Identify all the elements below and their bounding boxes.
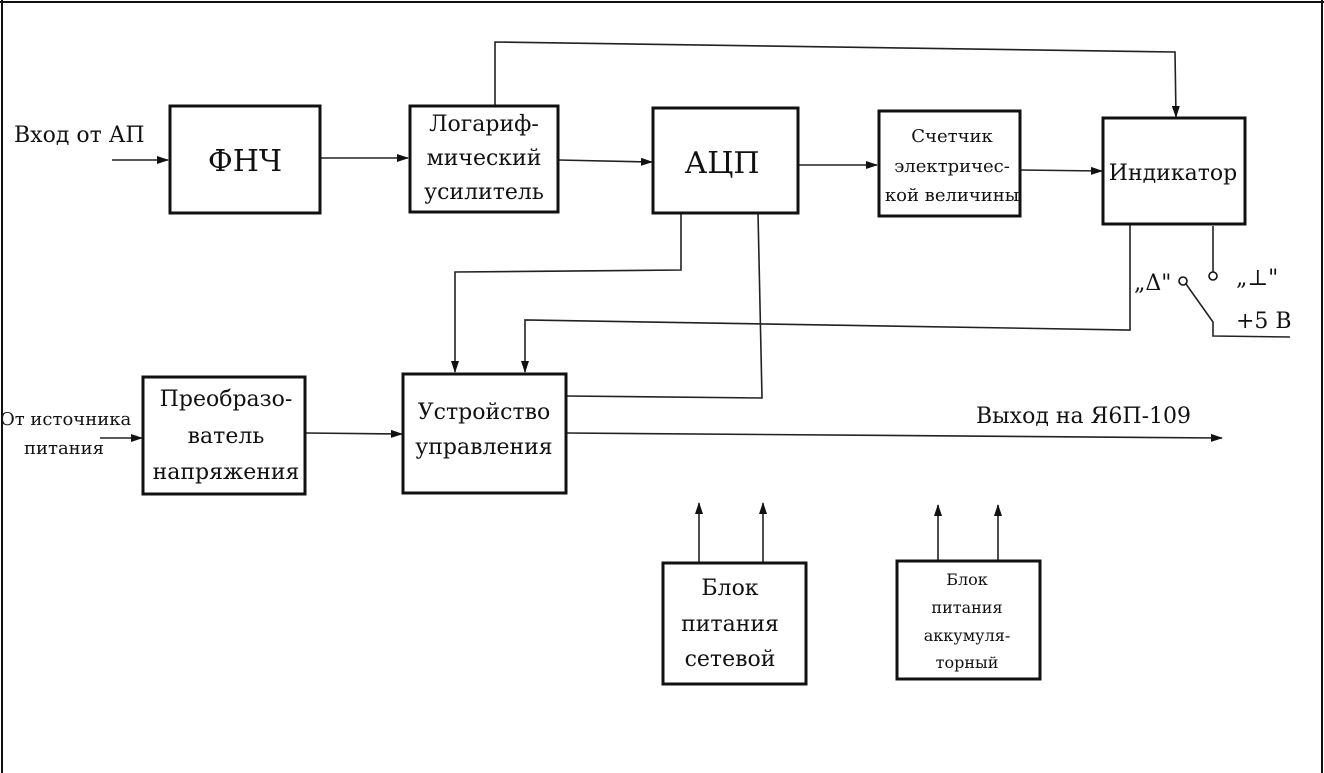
log-amp-label-1: Логариф- [429,112,539,137]
psu-battery-label-2: питания [931,598,1002,617]
source-label-line2: питания [24,438,104,459]
source-label-line1: От источника [0,409,131,430]
plus5v-label: +5 В [1236,309,1292,334]
adc-label: АЦП [684,146,759,181]
block-psu-battery: Блок питания аккумуля- торный [895,559,1042,681]
psu-mains-label-2: питания [681,612,779,637]
wire-counter-to-indicator [1019,166,1103,175]
wire-converter-to-control [305,429,403,438]
wire-log-to-indicator-top [494,41,1180,118]
control-label-2: управления [415,435,552,460]
wire-log-to-adc [557,157,653,166]
wire-adc-to-control-2 [565,212,763,399]
wire-indicator-to-control [521,224,1131,373]
block-psu-mains: Блок питания сетевой [661,561,808,686]
block-fnch: ФНЧ [168,104,322,215]
counter-label-3: кой величины [885,185,1019,206]
psu-battery-label-1: Блок [946,570,988,589]
block-control-unit: Устройство управления [401,372,568,495]
psu-battery-label-3: аккумуля- [924,626,1010,645]
block-log-amplifier: Логариф- мический усилитель [408,104,560,214]
converter-label-2: ватель [188,424,265,449]
output-label: Выход на Я6П-109 [976,404,1191,429]
switch-pivot [1178,276,1188,286]
switch-contact-right [1208,271,1218,281]
psu-battery-label-4: торный [936,653,999,672]
converter-label-1: Преобразо- [160,387,293,412]
switch-label-right: „⊥" [1236,266,1278,291]
switch-lever [1185,283,1291,338]
block-voltage-converter: Преобразо- ватель напряжения [141,375,307,496]
converter-label-3: напряжения [153,460,300,485]
block-adc: АЦП [651,106,800,215]
input-ap-label: Вход от АП [14,123,145,148]
indicator-label: Индикатор [1109,161,1237,186]
counter-label-2: электричес- [894,156,1010,177]
switch-label-left: „Δ" [1134,271,1171,296]
block-indicator: Индикатор [1101,116,1247,226]
wire-adc-to-control-1 [451,213,682,373]
block-counter: Счетчик электричес- кой величины [877,109,1022,218]
psu-mains-label-1: Блок [701,576,758,601]
counter-label-1: Счетчик [911,126,993,147]
psu-mains-label-3: сетевой [685,647,776,672]
log-amp-label-3: усилитель [424,180,544,205]
log-amp-label-2: мический [427,146,542,171]
wire-control-to-output [565,432,1223,442]
control-label-1: Устройство [418,400,551,425]
fnch-label: ФНЧ [208,144,282,179]
